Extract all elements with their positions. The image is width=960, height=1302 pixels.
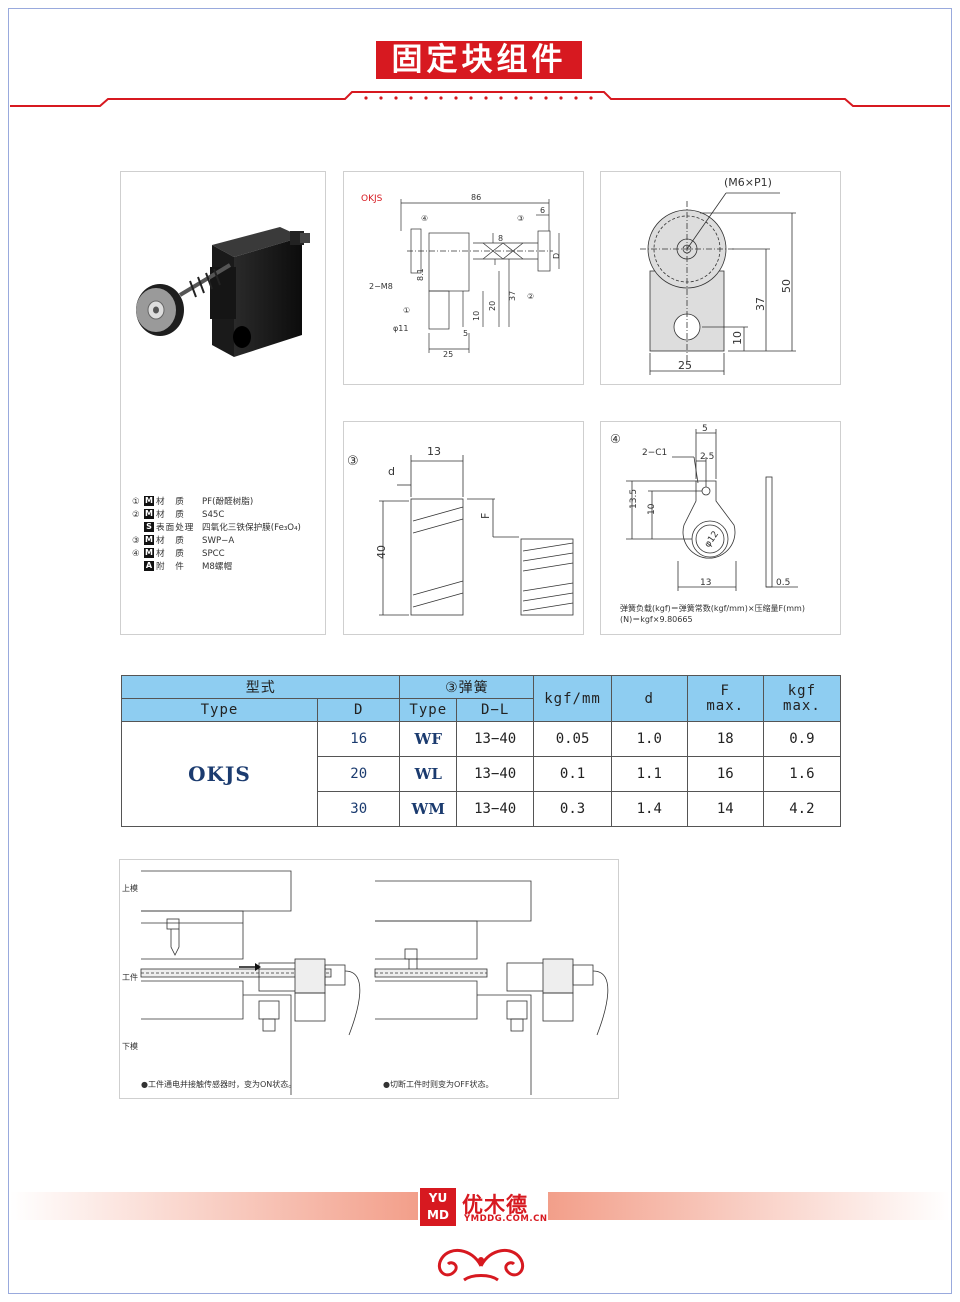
workpiece-label: 工件 <box>122 972 138 982</box>
lower-die-label: 下模 <box>122 1041 138 1051</box>
svg-text:2.5: 2.5 <box>700 452 714 462</box>
material-code-badge: M <box>144 509 154 519</box>
spring-drawing: ③ 13 d F 40 <box>347 445 574 616</box>
svg-text:37: 37 <box>754 297 767 311</box>
svg-text:(M6×P1): (M6×P1) <box>724 176 772 189</box>
svg-text:2−C1: 2−C1 <box>642 448 667 458</box>
brand-url: YMDDG.COM.CN <box>464 1214 548 1224</box>
table-row: 30 WM 13−40 0.3 1.4 14 4.2 <box>122 791 842 827</box>
svg-text:10: 10 <box>731 331 744 345</box>
sensor-plate-drawing: ④ 5 2−C1 2.5 13.5 10 φ12 13 0.5 弹簧负载(kgf… <box>610 424 805 624</box>
usage-diagram: 上模 工件 下模 ●工件通电并接触传感器时，变为ON状 <box>122 870 609 1095</box>
svg-text:③: ③ <box>517 214 524 223</box>
svg-text:d: d <box>388 465 395 478</box>
svg-text:②: ② <box>527 292 534 301</box>
material-code-badge: A <box>144 561 154 571</box>
usage-diagram-panel <box>119 859 619 1099</box>
page-frame <box>8 8 952 1294</box>
model-label: OKJS <box>361 194 383 204</box>
newton-conversion: (N)＝kgf×9.80665 <box>620 615 693 624</box>
svg-text:8: 8 <box>498 234 503 243</box>
brand-name: 优木德 <box>462 1193 528 1217</box>
svg-text:37: 37 <box>508 291 517 301</box>
svg-text:13: 13 <box>700 578 711 588</box>
svg-text:8.1: 8.1 <box>416 268 425 281</box>
usage-caption-right: ●切断工件时则变为OFF状态。 <box>383 1079 493 1089</box>
side-view-drawing: OKJS 86 6 8 8.1 37 20 10 5 25 D 2−M8 φ11… <box>361 193 561 359</box>
svg-text:④: ④ <box>610 432 621 446</box>
svg-text:2−M8: 2−M8 <box>369 282 393 291</box>
ornament-icon <box>437 1249 525 1282</box>
footer-band <box>10 1192 950 1220</box>
header-spring-type: Type <box>399 698 458 722</box>
material-code-badge: M <box>144 548 154 558</box>
page-title: 固定块组件 <box>376 41 582 79</box>
svg-text:25: 25 <box>443 350 453 359</box>
header-D: D <box>316 698 401 722</box>
svg-text:50: 50 <box>780 279 793 293</box>
material-code-badge: M <box>144 535 154 545</box>
svg-text:④: ④ <box>421 214 428 223</box>
upper-die-label: 上模 <box>122 883 138 893</box>
header-DL: D−L <box>456 698 535 722</box>
header-d: d <box>610 675 688 722</box>
header-spring: ③弹簧 <box>399 675 535 699</box>
header-model: 型式 <box>120 675 401 699</box>
svg-text:③: ③ <box>347 454 359 469</box>
table-row: 20 WL 13−40 0.1 1.1 16 1.6 <box>122 756 842 792</box>
svg-text:F: F <box>479 513 492 519</box>
svg-text:①: ① <box>403 306 410 315</box>
svg-text:φ11: φ11 <box>393 324 408 333</box>
svg-text:6: 6 <box>540 206 545 215</box>
svg-text:25: 25 <box>678 359 692 372</box>
svg-text:86: 86 <box>471 193 481 202</box>
table-row: OKJS 16 WF 13−40 0.05 1.0 18 0.9 <box>121 721 842 827</box>
spring-load-formula: 弹簧负载(kgf)＝弹簧常数(kgf/mm)×压缩量F(mm) <box>620 603 805 613</box>
svg-text:10: 10 <box>472 311 481 321</box>
svg-text:0.5: 0.5 <box>776 578 790 588</box>
material-code-badge: S <box>144 522 154 532</box>
svg-text:10: 10 <box>647 503 657 515</box>
svg-text:13.5: 13.5 <box>629 489 639 509</box>
svg-text:40: 40 <box>375 545 388 559</box>
header-type: Type <box>121 698 318 722</box>
model-cell: OKJS <box>121 721 318 827</box>
product-photo <box>136 227 310 357</box>
material-code-badge: M <box>144 496 154 506</box>
svg-text:13: 13 <box>427 445 441 458</box>
header-decoration <box>10 91 950 107</box>
front-view-drawing: (M6×P1) 50 37 10 25 <box>640 176 796 375</box>
svg-text:5: 5 <box>463 329 468 338</box>
svg-text:D: D <box>552 253 561 259</box>
usage-caption-left: ●工件通电并接触传感器时，变为ON状态。 <box>141 1079 296 1089</box>
header-kgfmm: kgf/mm <box>533 675 612 722</box>
svg-text:5: 5 <box>702 424 708 434</box>
svg-text:20: 20 <box>488 301 497 311</box>
